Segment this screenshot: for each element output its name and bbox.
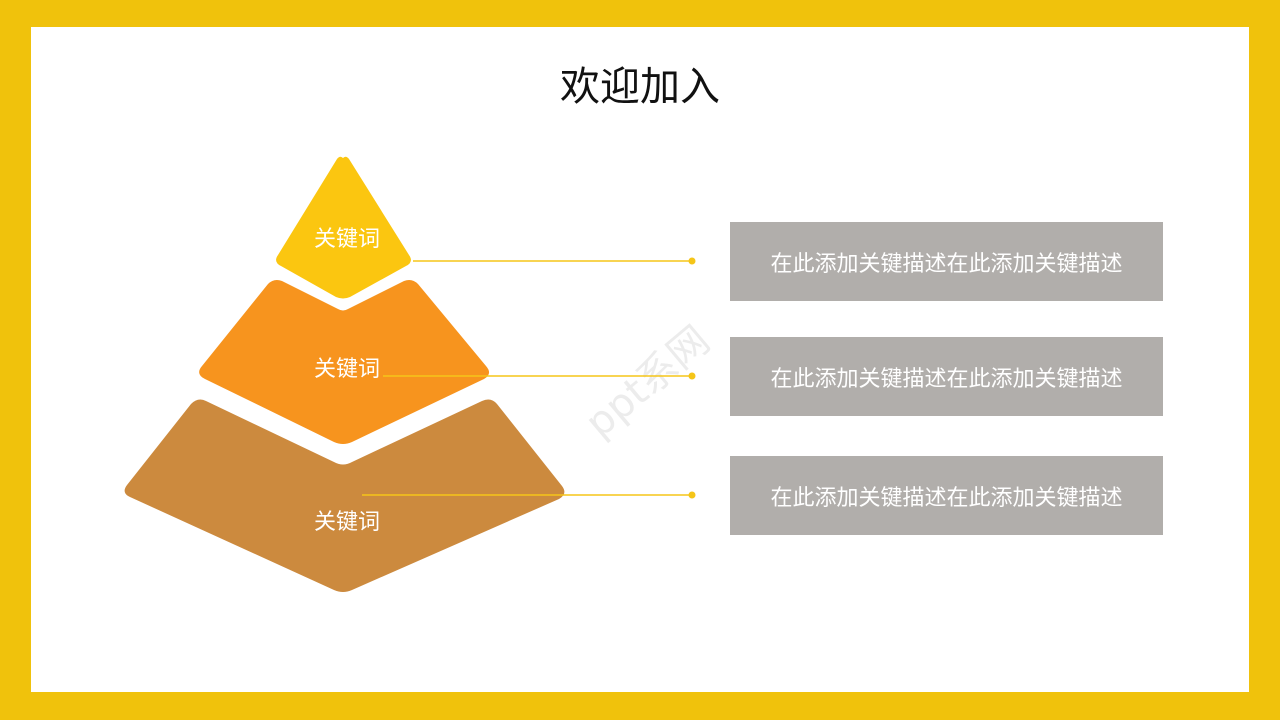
description-box-2: 在此添加关键描述在此添加关键描述 [730, 337, 1163, 416]
pyramid-layer-3 [124, 399, 565, 592]
connector-dot-3 [688, 491, 696, 499]
pyramid-layer-2 [199, 280, 490, 444]
description-text-1: 在此添加关键描述在此添加关键描述 [770, 251, 1123, 277]
pyramid-layer-1 [276, 156, 411, 299]
connector-dot-1 [688, 257, 696, 265]
layer-1-keyword: 关键词 [314, 227, 380, 252]
description-box-1: 在此添加关键描述在此添加关键描述 [730, 222, 1163, 301]
layer-3-keyword: 关键词 [314, 510, 380, 535]
description-box-3: 在此添加关键描述在此添加关键描述 [730, 456, 1163, 535]
description-text-3: 在此添加关键描述在此添加关键描述 [770, 485, 1123, 511]
description-text-2: 在此添加关键描述在此添加关键描述 [770, 366, 1123, 392]
slide-title: 欢迎加入 [560, 64, 720, 110]
connector-dot-2 [688, 372, 696, 380]
layer-2-keyword: 关键词 [314, 357, 380, 382]
